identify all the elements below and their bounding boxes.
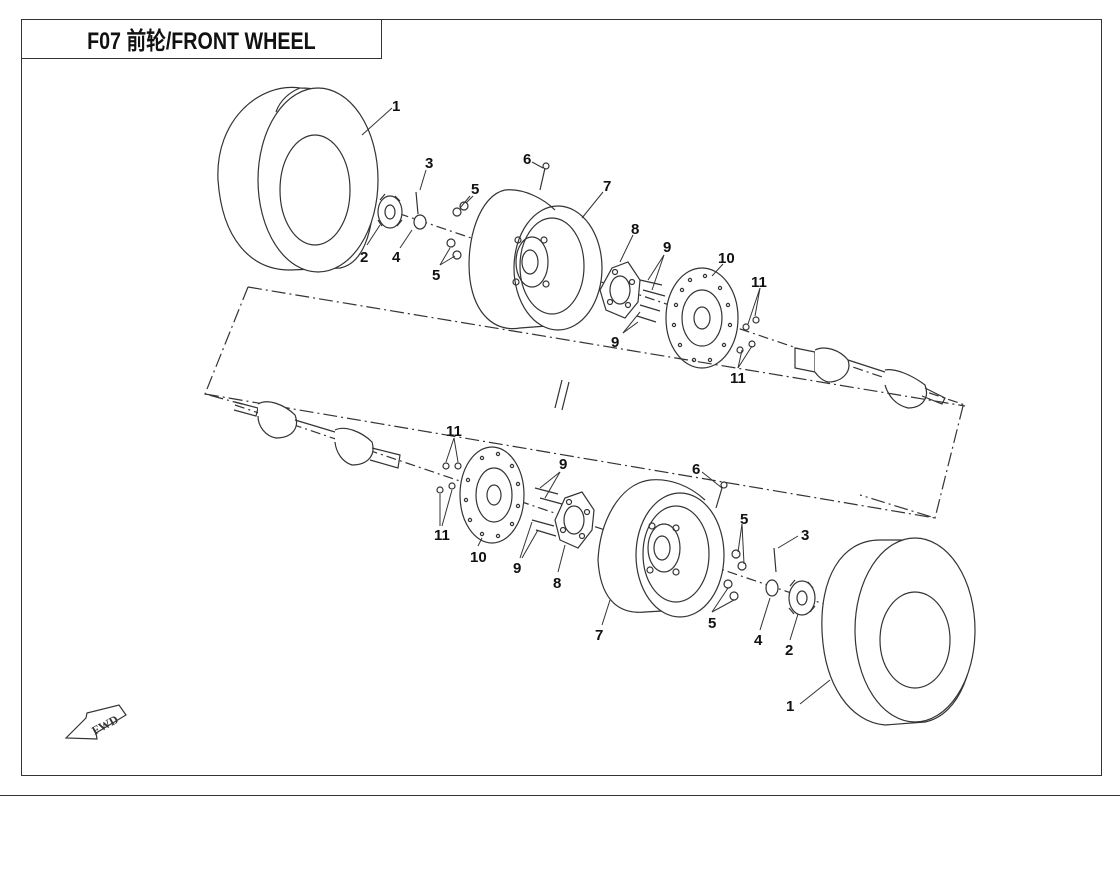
callout-lower-9b: 9 xyxy=(513,560,521,577)
callout-lower-5b: 5 xyxy=(708,615,716,632)
callout-upper-9b: 9 xyxy=(611,334,619,351)
callout-lower-8: 8 xyxy=(553,575,561,592)
lower-hub-bolts xyxy=(531,487,563,537)
callout-lower-10: 10 xyxy=(470,549,487,566)
lower-rim xyxy=(597,479,725,618)
upper-wheel-hub xyxy=(599,261,641,319)
callout-upper-5b: 5 xyxy=(432,267,440,284)
callout-upper-5a: 5 xyxy=(471,181,479,198)
upper-hub-bolts xyxy=(636,279,666,323)
upper-cotter-pin xyxy=(415,191,419,215)
lower-wheel-hub xyxy=(554,491,595,549)
upper-lug-nuts-bottom xyxy=(446,238,462,260)
callout-lower-11a: 11 xyxy=(446,423,462,440)
callout-upper-3: 3 xyxy=(425,155,433,172)
upper-callouts: 1 2 3 4 5 5 6 7 8 9 9 10 11 11 xyxy=(360,98,767,387)
callout-lower-7: 7 xyxy=(595,627,603,644)
lower-hub-cap xyxy=(788,579,816,616)
lower-castle-nut xyxy=(765,579,779,597)
upper-rim xyxy=(468,189,603,331)
bottom-rule xyxy=(0,795,1120,796)
callout-lower-5a: 5 xyxy=(740,511,748,528)
diagram-frame xyxy=(21,19,1102,776)
title-box: F07 前轮/FRONT WHEEL xyxy=(21,19,382,59)
callout-upper-7: 7 xyxy=(603,178,611,195)
upper-lug-nuts-top xyxy=(452,201,469,217)
lower-lug-nuts-top xyxy=(731,549,747,571)
callout-upper-1: 1 xyxy=(392,98,400,115)
upper-hub-cap xyxy=(377,193,403,229)
connector-bottom xyxy=(204,393,936,519)
lower-tire xyxy=(821,537,976,726)
callout-lower-3: 3 xyxy=(801,527,809,544)
lower-callouts: 11 11 10 9 9 8 7 6 5 5 3 4 2 1 xyxy=(434,423,809,715)
upper-castle-nut xyxy=(413,214,427,230)
callout-upper-6: 6 xyxy=(523,151,531,168)
lower-disc-bolts xyxy=(436,462,462,494)
lower-cotter-pin xyxy=(773,547,777,573)
callout-lower-4: 4 xyxy=(754,632,763,649)
leader-lines xyxy=(361,107,831,705)
lower-brake-disc xyxy=(459,446,525,544)
upper-brake-disc xyxy=(665,267,739,369)
break-mark-2 xyxy=(561,381,570,411)
lower-drive-shaft xyxy=(233,401,401,469)
upper-valve-cap xyxy=(542,162,550,170)
callout-upper-11b: 11 xyxy=(730,370,746,387)
callout-lower-11b: 11 xyxy=(434,527,450,544)
page-title: F07 前轮/FRONT WHEEL xyxy=(86,28,316,55)
callout-lower-9a: 9 xyxy=(559,456,567,473)
callout-upper-8: 8 xyxy=(631,221,639,238)
callout-lower-6: 6 xyxy=(692,461,700,478)
connector-top xyxy=(247,286,966,407)
callout-upper-11a: 11 xyxy=(751,274,767,291)
fwd-arrow-icon: FWD xyxy=(64,704,127,740)
callout-upper-4: 4 xyxy=(392,249,401,266)
upper-disc-bolts xyxy=(736,316,760,354)
lower-valve-cap xyxy=(720,481,728,489)
callout-upper-9a: 9 xyxy=(663,239,671,256)
callout-lower-2: 2 xyxy=(785,642,793,659)
callout-upper-10: 10 xyxy=(718,250,735,267)
connector-right xyxy=(859,405,964,519)
break-mark-1 xyxy=(554,379,563,409)
callout-lower-1: 1 xyxy=(786,698,794,715)
connector-left xyxy=(204,286,249,405)
upper-valve-stem xyxy=(539,167,546,191)
lower-valve-stem xyxy=(715,487,723,509)
callout-upper-2: 2 xyxy=(360,249,368,266)
upper-tire xyxy=(217,86,379,273)
